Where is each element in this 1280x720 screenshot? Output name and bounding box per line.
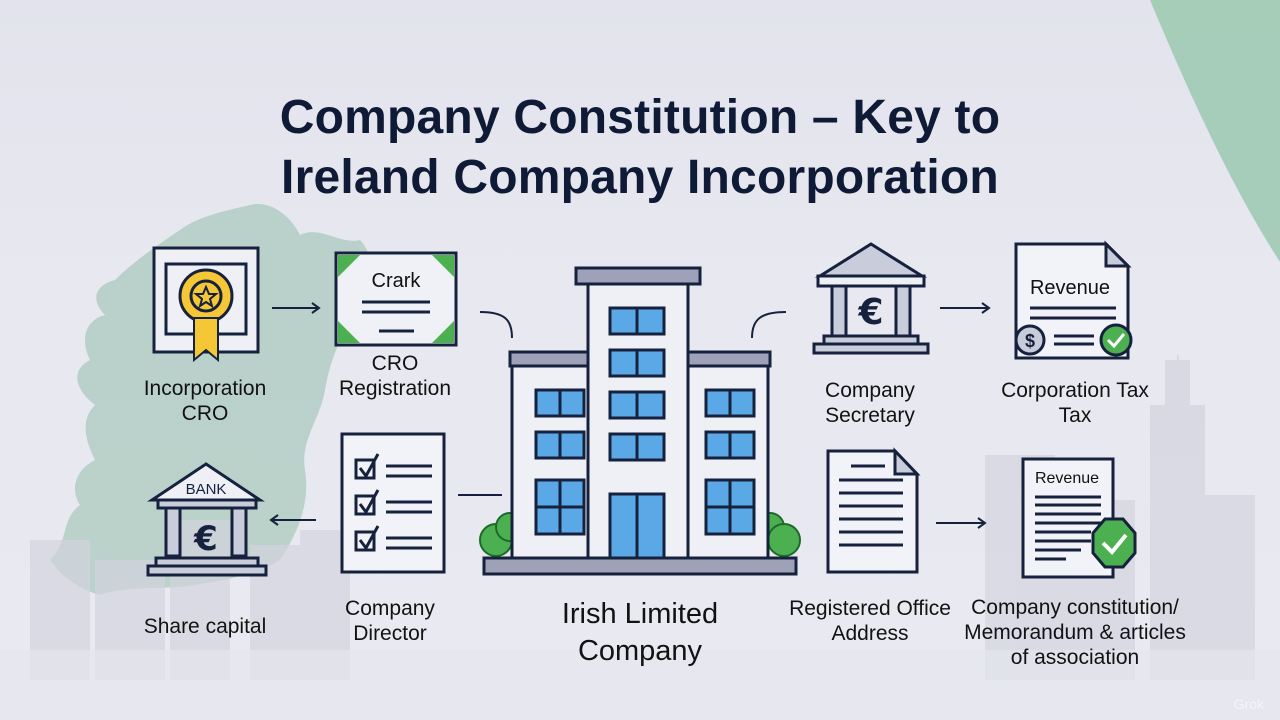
svg-text:Revenue: Revenue <box>1030 277 1110 299</box>
checklist-icon <box>340 432 446 574</box>
node-label-line3: of association <box>1010 646 1140 669</box>
node-label-line1: Corporation Tax <box>1001 379 1149 402</box>
office-building-icon <box>479 266 801 576</box>
registration-certificate-icon: Crark <box>334 251 458 347</box>
node-share-capital: BANK € Share capital <box>130 462 280 642</box>
title-line-1: Company Constitution – Key to <box>279 91 1001 144</box>
node-corporation-tax: Revenue $ Corporation Tax Tax <box>980 240 1170 430</box>
node-label-line2: Address <box>831 622 909 645</box>
node-label-line1: Share capital <box>143 615 267 638</box>
svg-text:$: $ <box>1025 331 1035 351</box>
node-label-line2: Secretary <box>825 404 915 427</box>
watermark: Grok <box>1233 696 1264 712</box>
node-label-line2: Tax <box>1058 404 1092 427</box>
page-title: Company Constitution – Key to Ireland Co… <box>0 88 1280 208</box>
center-label-line1: Irish Limited <box>561 598 719 630</box>
revenue-tax-document-icon: Revenue $ <box>1014 240 1133 360</box>
document-icon <box>826 447 921 574</box>
center-label-line2: Company <box>577 635 703 667</box>
svg-text:Revenue: Revenue <box>1035 470 1099 487</box>
node-company-constitution: Revenue Company constitution/ Memorandum… <box>955 455 1195 670</box>
node-label-line2: Memorandum & articles <box>964 621 1186 644</box>
award-certificate-icon <box>152 246 260 363</box>
node-label-line2: CRO <box>181 402 229 425</box>
node-label-line1: Registered Office <box>789 597 951 620</box>
euro-bank-building-icon: € <box>812 242 930 355</box>
node-label-line1: Company constitution/ <box>971 596 1179 619</box>
svg-text:€: € <box>857 292 883 333</box>
node-label-line2: Registration <box>338 377 452 400</box>
node-cro-registration: Crark CRO Registration <box>320 245 470 405</box>
svg-text:Crark: Crark <box>372 270 422 292</box>
node-label-line1: Company <box>825 379 915 402</box>
bank-icon: BANK € <box>146 462 268 577</box>
node-company-director: Company Director <box>320 430 460 650</box>
approved-revenue-document-icon: Revenue <box>1021 457 1137 579</box>
node-incorporation-cro: Incorporation CRO <box>120 240 290 430</box>
svg-text:BANK: BANK <box>186 481 227 498</box>
node-label-line1: CRO <box>371 352 419 375</box>
svg-text:€: € <box>193 519 218 559</box>
node-company-secretary: € Company Secretary <box>800 240 940 430</box>
node-label-line2: Director <box>353 622 427 645</box>
node-label-line1: Incorporation <box>143 377 267 400</box>
node-label-line1: Company <box>345 597 435 620</box>
center-irish-limited-company: Irish Limited Company <box>470 262 810 682</box>
title-line-2: Ireland Company Incorporation <box>281 151 999 204</box>
node-registered-office: Registered Office Address <box>775 447 965 648</box>
